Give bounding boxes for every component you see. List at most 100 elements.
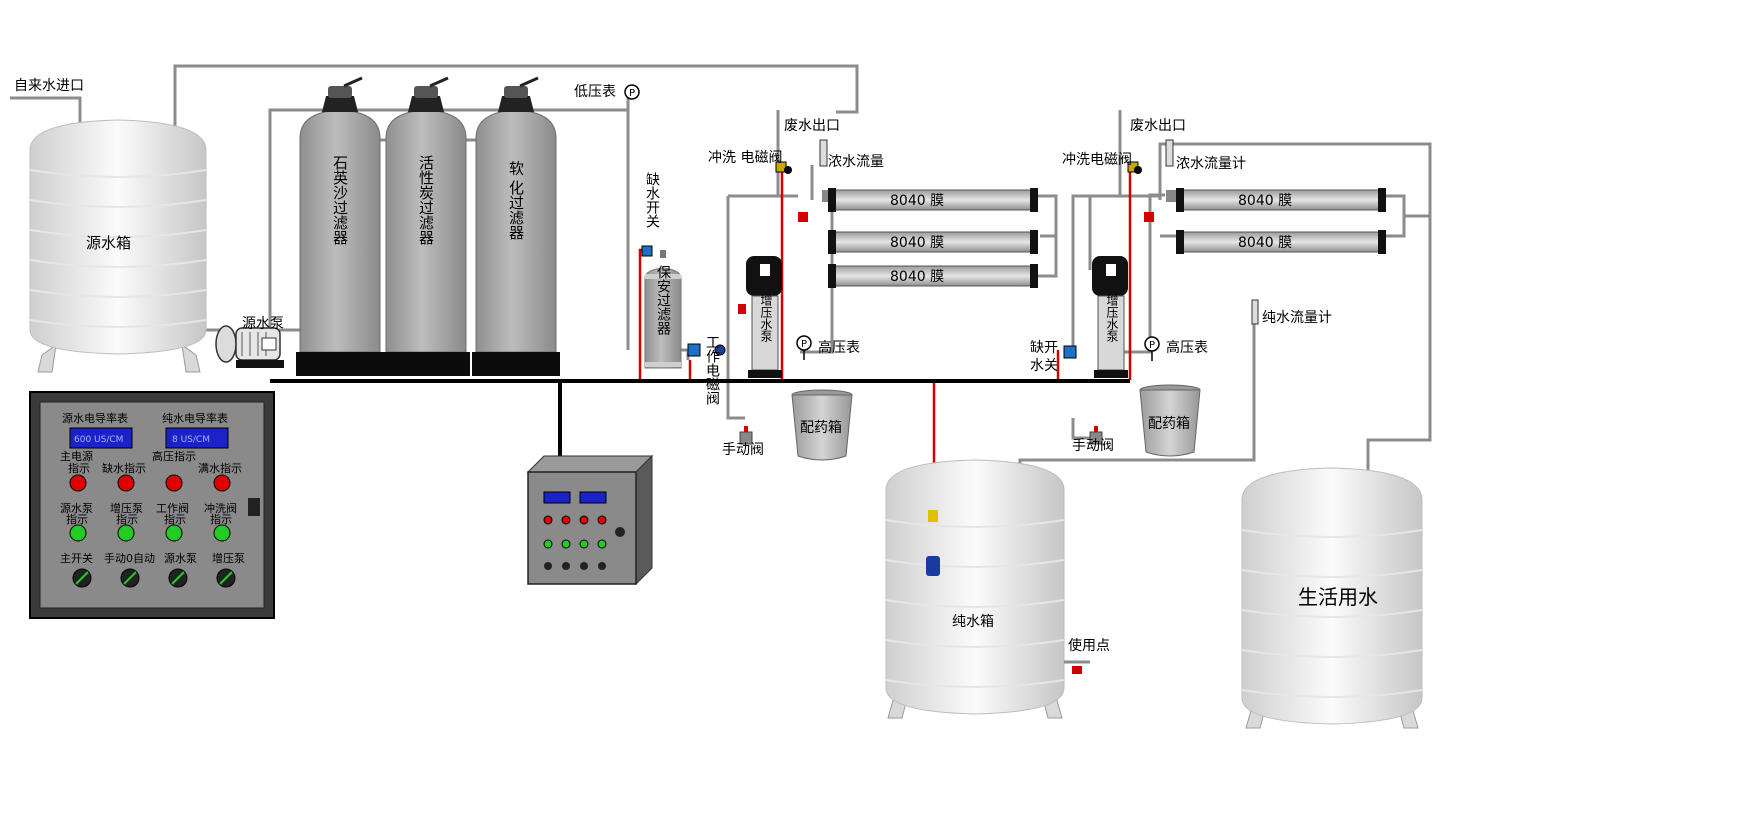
label-waste-outlet-2: 废水出口	[1130, 118, 1186, 134]
flush-valve-1-icon	[775, 161, 792, 174]
use-point-valve-icon	[1064, 660, 1090, 674]
dosing-tank-2	[1139, 384, 1201, 457]
cp-pure-cond-value: 8 US/CM	[172, 435, 210, 445]
label-waste-outlet-1: 废水出口	[784, 118, 840, 134]
low-pressure-gauge-icon	[624, 84, 640, 100]
membrane-2-2	[1176, 230, 1386, 254]
low-water-switch-2-icon	[1063, 345, 1077, 359]
manual-valve-2-icon	[1089, 426, 1103, 445]
indicator-leds-green	[69, 524, 231, 542]
cp-src-cond-value: 600 US/CM	[74, 435, 123, 445]
label-security-filter: 保安过滤器	[655, 265, 671, 335]
membrane-1-3	[828, 264, 1038, 288]
cp-high-pressure: 高压指示	[152, 449, 196, 463]
control-panel	[29, 391, 275, 619]
label-high-gauge-2: 高压表	[1166, 339, 1208, 356]
cp-sw-boost-pump: 增压泵	[212, 551, 245, 565]
label-tap-inlet: 自来水进口	[14, 78, 84, 94]
label-dosing-tank-1: 配药箱	[800, 420, 842, 436]
cp-main-switch: 主开关	[60, 551, 93, 565]
label-work-valve: 工作电磁阀	[704, 335, 720, 406]
label-manual-valve-2: 手动阀	[1072, 438, 1114, 454]
label-booster-pump-2: 增压水泵	[1105, 294, 1119, 342]
membrane-1-1	[828, 188, 1038, 212]
low-water-switch-1-icon	[641, 245, 653, 257]
cp-main-power-2: 指示	[68, 461, 90, 475]
cp-sw-src-pump: 源水泵	[164, 551, 197, 565]
membrane-2-1	[1176, 188, 1386, 212]
conc-flowmeter-2-icon	[1165, 139, 1174, 167]
cp-pure-cond-title: 纯水电导率表	[162, 411, 228, 425]
label-high-gauge-1: 高压表	[818, 339, 860, 356]
label-carbon-filter: 活性炭过滤器	[417, 155, 435, 245]
control-panel-labels: 源水电导率表 纯水电导率表 600 US/CM 8 US/CM 主电源 指示 高…	[60, 411, 245, 565]
label-low-gauge: 低压表	[574, 84, 616, 100]
activated-carbon-filter	[382, 76, 470, 376]
label-low-water-switch-2b: 水关	[1030, 358, 1058, 374]
high-pressure-gauge-1-icon	[796, 335, 812, 360]
label-dosing-tank-2: 配药箱	[1148, 416, 1190, 432]
control-box	[526, 454, 654, 586]
conc-flowmeter-1-icon	[819, 139, 828, 167]
label-membrane-2-1: 8040 膜	[1238, 193, 1292, 209]
cp-full-water: 满水指示	[198, 461, 242, 475]
manual-check-valves-icon	[798, 190, 1176, 222]
label-membrane-1-1: 8040 膜	[890, 193, 944, 209]
label-conc-flow-1: 浓水流量	[828, 154, 884, 170]
cp-main-power-1: 主电源	[60, 449, 93, 463]
membrane-1-2	[828, 230, 1038, 254]
label-membrane-1-3: 8040 膜	[890, 269, 944, 285]
ro-membranes	[828, 188, 1386, 288]
label-conc-flow-2: 浓水流量计	[1176, 156, 1246, 172]
booster-pump-1	[738, 256, 782, 378]
indicator-leds-red	[69, 474, 231, 492]
cp-work-valve-2: 指示	[164, 512, 186, 526]
label-source-pump: 源水泵	[242, 316, 284, 332]
cp-flush-valve-2: 指示	[210, 512, 232, 526]
label-soft-filter: 软 化过滤器	[507, 160, 525, 240]
softening-filter	[472, 76, 560, 376]
source-tank	[29, 119, 207, 373]
label-gauge-p-3: P	[1149, 340, 1155, 351]
label-pure-tank: 纯水箱	[952, 614, 994, 630]
label-quartz-filter: 石英沙过滤器	[331, 155, 349, 245]
high-pressure-gauge-2-icon	[1144, 336, 1160, 361]
pure-water-tank	[885, 459, 1065, 719]
main-pipe	[270, 379, 1130, 456]
label-flush-valve-1: 冲洗 电磁阀	[708, 150, 782, 166]
work-solenoid-valve-icon	[687, 343, 726, 357]
pure-water-flowmeter-icon	[1251, 299, 1259, 325]
cp-flush-valve-1: 冲洗阀	[204, 501, 237, 515]
label-membrane-1-2: 8040 膜	[890, 235, 944, 251]
source-pump	[215, 325, 284, 368]
cp-src-pump-1: 源水泵	[60, 501, 93, 515]
cp-low-water: 缺水指示	[102, 461, 146, 475]
label-gauge-p-1: P	[629, 88, 635, 99]
label-flush-valve-2: 冲洗电磁阀	[1062, 152, 1132, 168]
quartz-sand-filter	[296, 76, 384, 376]
label-membrane-2-2: 8040 膜	[1238, 235, 1292, 251]
media-filters	[296, 76, 560, 376]
security-filter	[644, 250, 682, 369]
label-source-tank: 源水箱	[86, 234, 131, 252]
manual-valve-1-icon	[739, 426, 753, 445]
label-manual-valve-1: 手动阀	[722, 442, 764, 458]
dosing-tank-1	[791, 389, 853, 461]
label-booster-pump-1: 增压水泵	[759, 294, 773, 342]
label-pure-flow: 纯水流量计	[1262, 310, 1332, 326]
label-low-water-switch-1: 缺水开关	[644, 172, 660, 228]
flush-valve-2-icon	[1127, 161, 1142, 174]
label-gauge-p-2: P	[801, 339, 807, 350]
cp-manual-auto: 手动0自动	[104, 551, 155, 565]
cp-work-valve-1: 工作阀	[156, 501, 189, 515]
cp-boost-pump-2: 指示	[116, 512, 138, 526]
label-use-point: 使用点	[1068, 637, 1110, 654]
cp-src-cond-title: 源水电导率表	[62, 411, 128, 425]
label-domestic-tank: 生活用水	[1298, 585, 1378, 609]
cp-boost-pump-1: 增压泵	[110, 501, 143, 515]
domestic-water-tank	[1241, 467, 1423, 729]
booster-pump-2	[1092, 256, 1128, 378]
label-low-water-switch-2a: 缺开	[1030, 340, 1058, 356]
diagram-labels: 自来水进口 源水箱 源水泵 石英沙过滤器 活性炭过滤器 软 化过滤器 低压表 P…	[14, 78, 1378, 654]
